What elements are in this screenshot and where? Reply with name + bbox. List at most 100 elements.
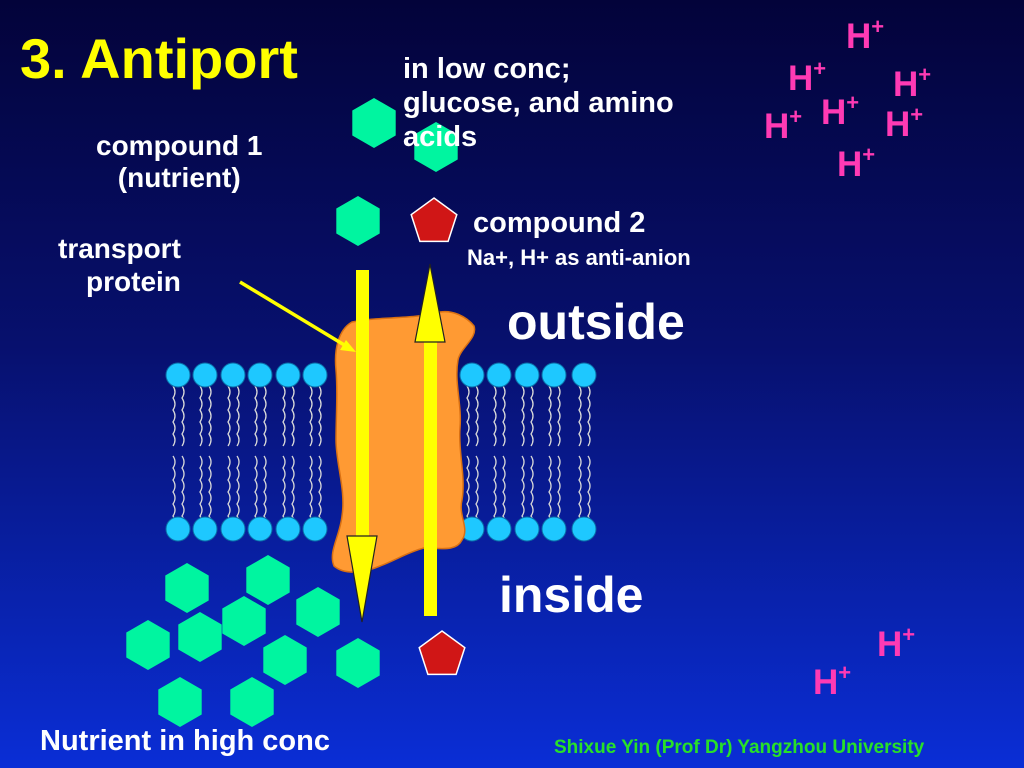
- hydrogen-ion: H+: [893, 62, 932, 104]
- nutrient-molecule: [178, 612, 222, 662]
- lipid-head: [220, 362, 246, 388]
- compound1-line-2: (nutrient): [117, 162, 241, 193]
- nutrient-molecule: [263, 635, 307, 685]
- compound1-label: compound 1 (nutrient): [96, 130, 262, 194]
- lipid-tail: [181, 455, 185, 529]
- pointer-line: [239, 280, 356, 352]
- compound1-line-1: compound 1: [96, 130, 263, 161]
- lipid-head: [275, 516, 301, 542]
- lipid-tail: [199, 385, 203, 447]
- hydrogen-ion: H+: [821, 90, 860, 132]
- lipid-tail: [291, 385, 295, 447]
- nutrient-molecule: [414, 122, 458, 172]
- lipid-tail: [318, 455, 322, 529]
- hydrogen-ion: H+: [764, 104, 803, 146]
- compound2-label: compound 2: [473, 207, 646, 239]
- lipid-tail: [263, 455, 267, 529]
- lipid-head: [192, 362, 218, 388]
- lipid-tail: [227, 385, 231, 447]
- nutrient-molecule: [222, 596, 266, 646]
- lipid-tail: [557, 385, 561, 447]
- lipid-tail: [263, 385, 267, 447]
- outside-label: outside: [507, 294, 685, 350]
- low-concentration-note: in low conc; glucose, and amino acids: [403, 52, 674, 154]
- high-concentration-label: Nutrient in high conc: [40, 725, 330, 757]
- slide-title: 3. Antiport: [20, 27, 298, 90]
- lipid-head: [459, 362, 485, 388]
- lipid-head: [486, 362, 512, 388]
- lipid-tail: [502, 455, 506, 529]
- nutrient-molecule: [158, 677, 202, 727]
- lipid-head: [220, 516, 246, 542]
- lipid-tail: [530, 385, 534, 447]
- low-conc-line-3: acids: [403, 121, 478, 153]
- lipid-head: [302, 516, 328, 542]
- lipid-head: [165, 362, 191, 388]
- lipid-tail: [475, 455, 479, 529]
- nutrient-molecule: [230, 677, 274, 727]
- lipid-head: [541, 362, 567, 388]
- lipid-tail: [318, 385, 322, 447]
- author-credit: Shixue Yin (Prof Dr) Yangzhou University: [554, 737, 925, 758]
- compound2-molecule: [410, 197, 458, 243]
- lipid-head: [165, 516, 191, 542]
- lipid-tail: [181, 385, 185, 447]
- lipid-tail: [172, 455, 176, 529]
- lipid-tail: [530, 455, 534, 529]
- transport-protein-label: transport protein: [58, 232, 181, 298]
- lipid-tail: [172, 385, 176, 447]
- lipid-tail: [578, 455, 582, 529]
- nutrient-molecule: [165, 563, 209, 613]
- membrane-tails: [172, 385, 591, 529]
- lipid-tail: [493, 455, 497, 529]
- nutrient-molecule: [352, 98, 396, 148]
- lipid-tail: [282, 455, 286, 529]
- compound2-molecules: [410, 197, 466, 676]
- lipid-tail: [291, 455, 295, 529]
- low-conc-line-2: glucose, and amino: [403, 87, 674, 119]
- hydrogen-ion: H+: [877, 622, 916, 664]
- hydrogen-ion: H+: [846, 14, 885, 56]
- lipid-tail: [587, 455, 591, 529]
- lipid-tail: [254, 385, 258, 447]
- membrane-heads: [165, 362, 597, 542]
- lipid-tail: [466, 385, 470, 447]
- lipid-head: [302, 362, 328, 388]
- transport-protein-line-1: transport: [58, 233, 181, 264]
- nutrient-molecule: [246, 555, 290, 605]
- transport-protein-line-2: protein: [86, 266, 181, 297]
- hydrogen-ion: H+: [788, 56, 827, 98]
- lipid-head: [486, 516, 512, 542]
- lipid-tail: [227, 455, 231, 529]
- lipid-tail: [557, 455, 561, 529]
- lipid-tail: [208, 455, 212, 529]
- lipid-head: [275, 362, 301, 388]
- nutrient-molecule: [336, 638, 380, 688]
- lipid-tail: [521, 455, 525, 529]
- inward-arrow: [346, 270, 378, 623]
- lipid-tail: [282, 385, 286, 447]
- lipid-tail: [475, 385, 479, 447]
- lipid-head: [541, 516, 567, 542]
- lipid-tail: [493, 385, 497, 447]
- lipid-head: [514, 362, 540, 388]
- lipid-tail: [521, 385, 525, 447]
- lipid-head: [571, 362, 597, 388]
- inside-label: inside: [499, 567, 644, 623]
- hydrogen-ion: H+: [885, 102, 924, 144]
- lipid-head: [247, 516, 273, 542]
- lipid-tail: [502, 385, 506, 447]
- lipid-head: [514, 516, 540, 542]
- outward-arrow: [414, 263, 446, 616]
- lipid-tail: [254, 455, 258, 529]
- nutrient-molecule: [296, 587, 340, 637]
- hydrogen-ion: H+: [813, 660, 852, 702]
- lipid-tail: [236, 385, 240, 447]
- nutrient-molecule: [126, 620, 170, 670]
- low-conc-line-1: in low conc;: [403, 53, 571, 85]
- nutrient-molecules: [126, 98, 458, 727]
- lipid-tail: [587, 385, 591, 447]
- lipid-head: [247, 362, 273, 388]
- lipid-tail: [466, 455, 470, 529]
